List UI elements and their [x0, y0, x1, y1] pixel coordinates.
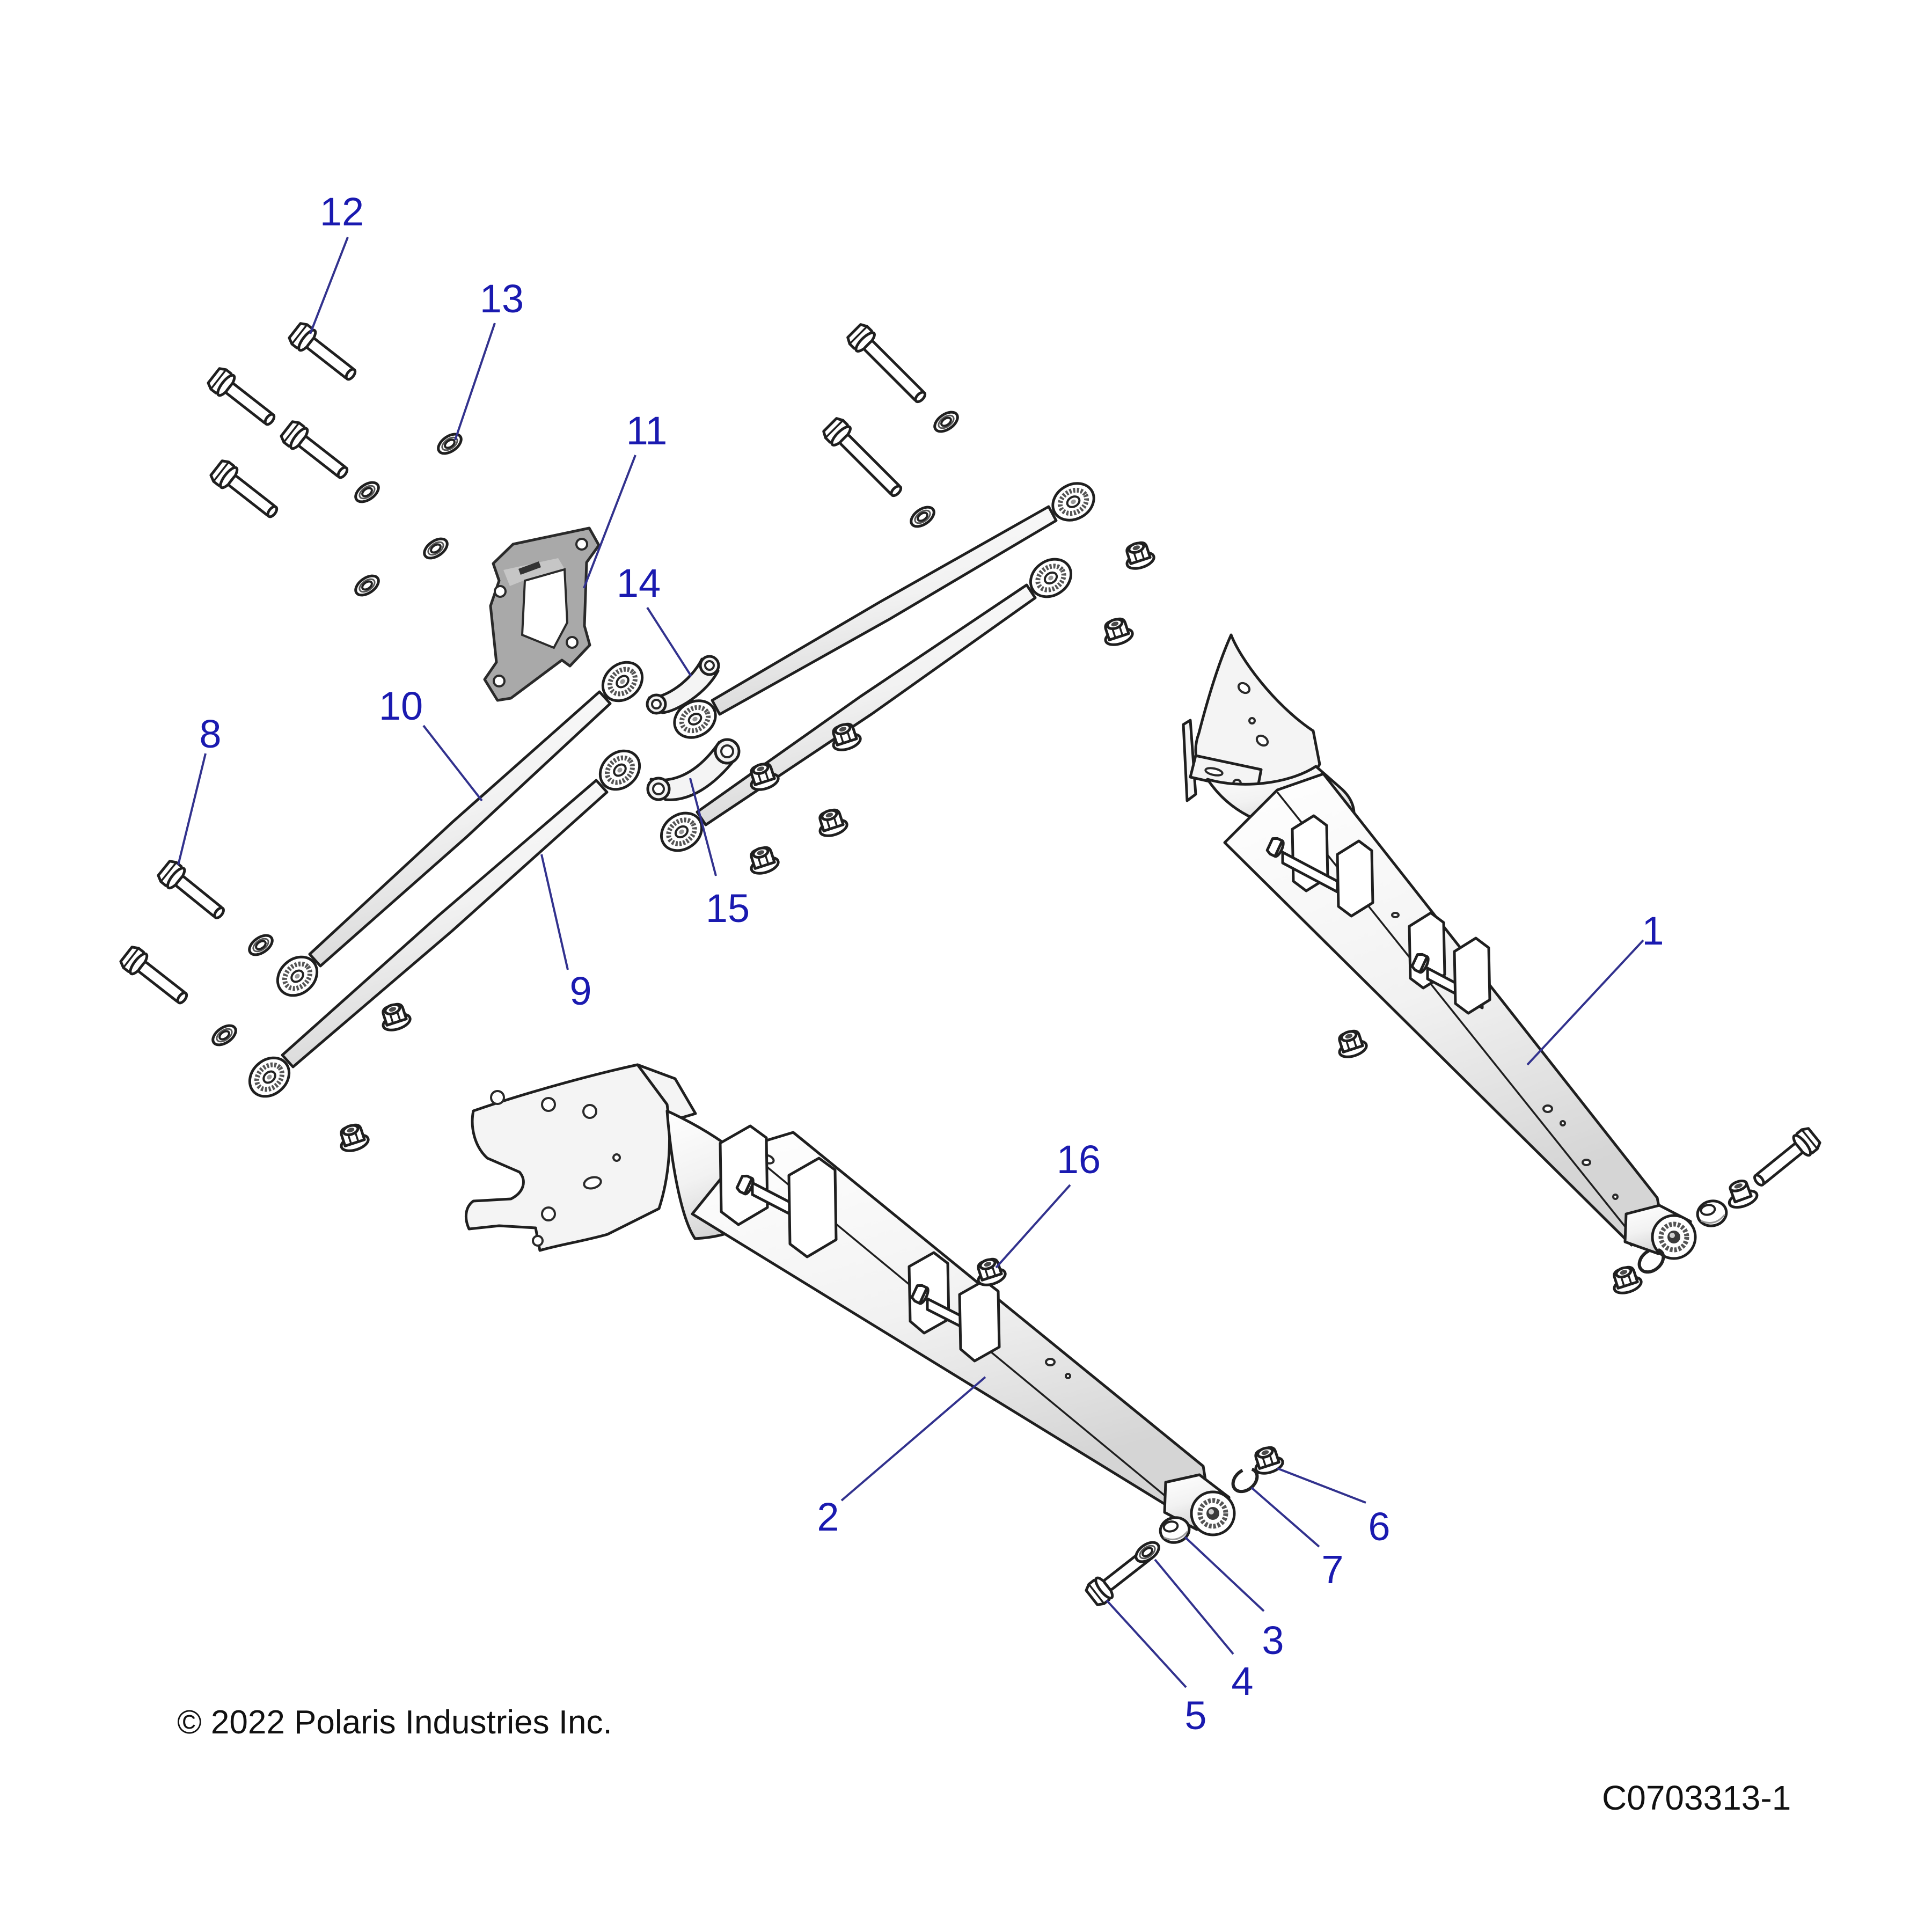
bracket-slit	[518, 561, 541, 575]
callout-number-3: 3	[1262, 1618, 1284, 1663]
flat-washer	[246, 932, 275, 958]
bracket-hole	[575, 538, 588, 551]
flat-washer	[352, 479, 382, 506]
link-strap-upper	[646, 655, 720, 715]
flange-nut	[1100, 616, 1135, 648]
callout-number-1: 1	[1642, 909, 1664, 953]
flange-bolt	[206, 366, 280, 431]
callout-number-6: 6	[1368, 1504, 1390, 1549]
callout-leader-15	[689, 778, 717, 876]
flange-nut	[1334, 1028, 1368, 1060]
flange-bolt	[1749, 1126, 1822, 1192]
flange-bolt	[209, 458, 282, 523]
callout-leader-12	[309, 237, 349, 334]
flange-bolt	[821, 416, 907, 502]
arm-ball-joint	[1190, 1490, 1236, 1536]
flange-bolt	[279, 419, 353, 484]
flange-bolt	[119, 945, 192, 1009]
trailing-arm-right	[1182, 633, 1697, 1260]
callout-leader-11	[583, 455, 636, 589]
hardware-layer	[119, 321, 1822, 1607]
flange-bolt	[156, 859, 229, 925]
radius-rod-upper-right	[711, 505, 1058, 716]
callout-number-9: 9	[569, 969, 591, 1013]
callout-leader-10	[422, 724, 483, 802]
flange-nut	[1609, 1264, 1643, 1296]
callout-leader-4	[1154, 1558, 1234, 1655]
pivot-bracket	[483, 526, 601, 702]
callout-leader-6	[1277, 1467, 1366, 1504]
callout-number-10: 10	[379, 684, 423, 728]
callout-leader-13	[454, 323, 496, 441]
callout-number-8: 8	[199, 712, 221, 756]
trailing-arm-left	[464, 1063, 1236, 1536]
callout-leader-7	[1250, 1487, 1320, 1548]
callout-leader-1	[1526, 939, 1644, 1066]
arm-fin	[1182, 719, 1197, 802]
callout-leader-3	[1184, 1536, 1265, 1612]
callout-leader-5	[1106, 1599, 1187, 1688]
callout-leader-2	[840, 1376, 986, 1502]
flange-bolt	[287, 321, 361, 386]
callout-number-7: 7	[1321, 1547, 1343, 1592]
bracket-highlight	[503, 558, 565, 586]
bracket-cutout	[521, 568, 569, 649]
radius-rod-upper-left	[308, 690, 612, 968]
flat-washer	[352, 572, 382, 599]
arm-front-bracket	[464, 1063, 671, 1252]
flanged-bushing	[1723, 1177, 1759, 1211]
callout-number-12: 12	[320, 189, 364, 234]
flange-nut	[1122, 539, 1156, 572]
flange-nut	[746, 844, 780, 876]
flange-bolt	[845, 322, 931, 408]
flat-washer	[908, 503, 937, 530]
copyright-text: © 2022 Polaris Industries Inc.	[177, 1704, 612, 1741]
flat-washer	[209, 1022, 239, 1049]
bracket-hole	[493, 675, 506, 687]
arm-beam	[1223, 772, 1664, 1247]
flange-nut	[815, 807, 849, 839]
callout-number-14: 14	[617, 561, 661, 605]
radius-rod-lower-left	[281, 779, 609, 1069]
callout-number-11: 11	[626, 408, 668, 453]
callout-number-15: 15	[706, 886, 750, 931]
flat-washer	[931, 408, 961, 435]
flange-nut	[378, 1001, 412, 1033]
callout-leader-9	[540, 854, 569, 970]
callout-number-4: 4	[1231, 1659, 1253, 1703]
flat-washer	[435, 430, 464, 457]
bracket-hole	[566, 636, 579, 649]
callout-number-16: 16	[1057, 1137, 1101, 1182]
bracket-hole	[494, 585, 507, 598]
flat-washer	[421, 535, 450, 562]
callout-number-5: 5	[1184, 1693, 1206, 1738]
callout-number-2: 2	[817, 1495, 839, 1539]
flange-nut	[336, 1122, 370, 1154]
callout-leader-8	[177, 753, 207, 866]
arm-ball-joint	[1651, 1214, 1697, 1260]
callout-leader-14	[646, 606, 692, 677]
radius-rod-lower-right	[696, 583, 1037, 826]
link-strap-lower	[646, 738, 741, 801]
callout-leader-16	[995, 1184, 1071, 1269]
drawing-number: C0703313-1	[1602, 1779, 1791, 1817]
callout-number-13: 13	[480, 276, 524, 321]
pivot-bushing	[1695, 1198, 1729, 1228]
